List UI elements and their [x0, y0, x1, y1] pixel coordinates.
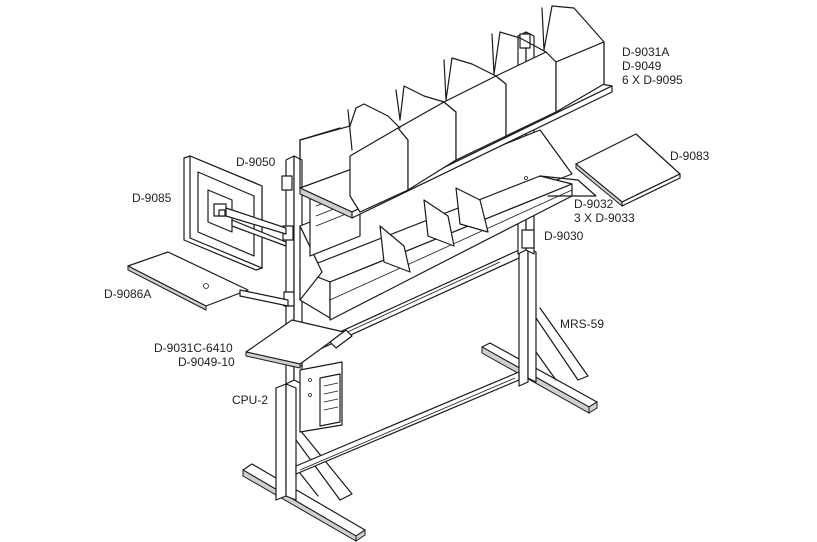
- base-frame: [242, 247, 598, 542]
- side-tray: [539, 133, 681, 208]
- monitor: [183, 155, 287, 271]
- label-d9095: 6 X D-9095: [622, 73, 683, 87]
- part-labels: D-9031A D-9049 6 X D-9095 D-9083 D-9050 …: [104, 45, 710, 407]
- keyboard-tray: [127, 251, 289, 311]
- label-cpu2: CPU-2: [232, 393, 268, 407]
- label-d9033: 3 X D-9033: [574, 211, 635, 225]
- label-d9049: D-9049: [622, 59, 662, 73]
- desk-surface: [245, 319, 353, 369]
- label-d9031a: D-9031A: [622, 45, 669, 59]
- label-d9032: D-9032: [574, 197, 614, 211]
- label-mrs59: MRS-59: [560, 317, 604, 331]
- label-d904910: D-9049-10: [178, 355, 235, 369]
- label-d9030: D-9030: [544, 229, 584, 243]
- label-d9031c: D-9031C-6410: [154, 341, 233, 355]
- label-d9083: D-9083: [670, 149, 710, 163]
- label-d9050: D-9050: [236, 155, 276, 169]
- label-d9085: D-9085: [132, 191, 172, 205]
- label-d9086a: D-9086A: [104, 287, 151, 301]
- lower-shelf: [299, 129, 573, 321]
- top-shelf: [299, 5, 613, 219]
- cpu-holder: [299, 361, 343, 433]
